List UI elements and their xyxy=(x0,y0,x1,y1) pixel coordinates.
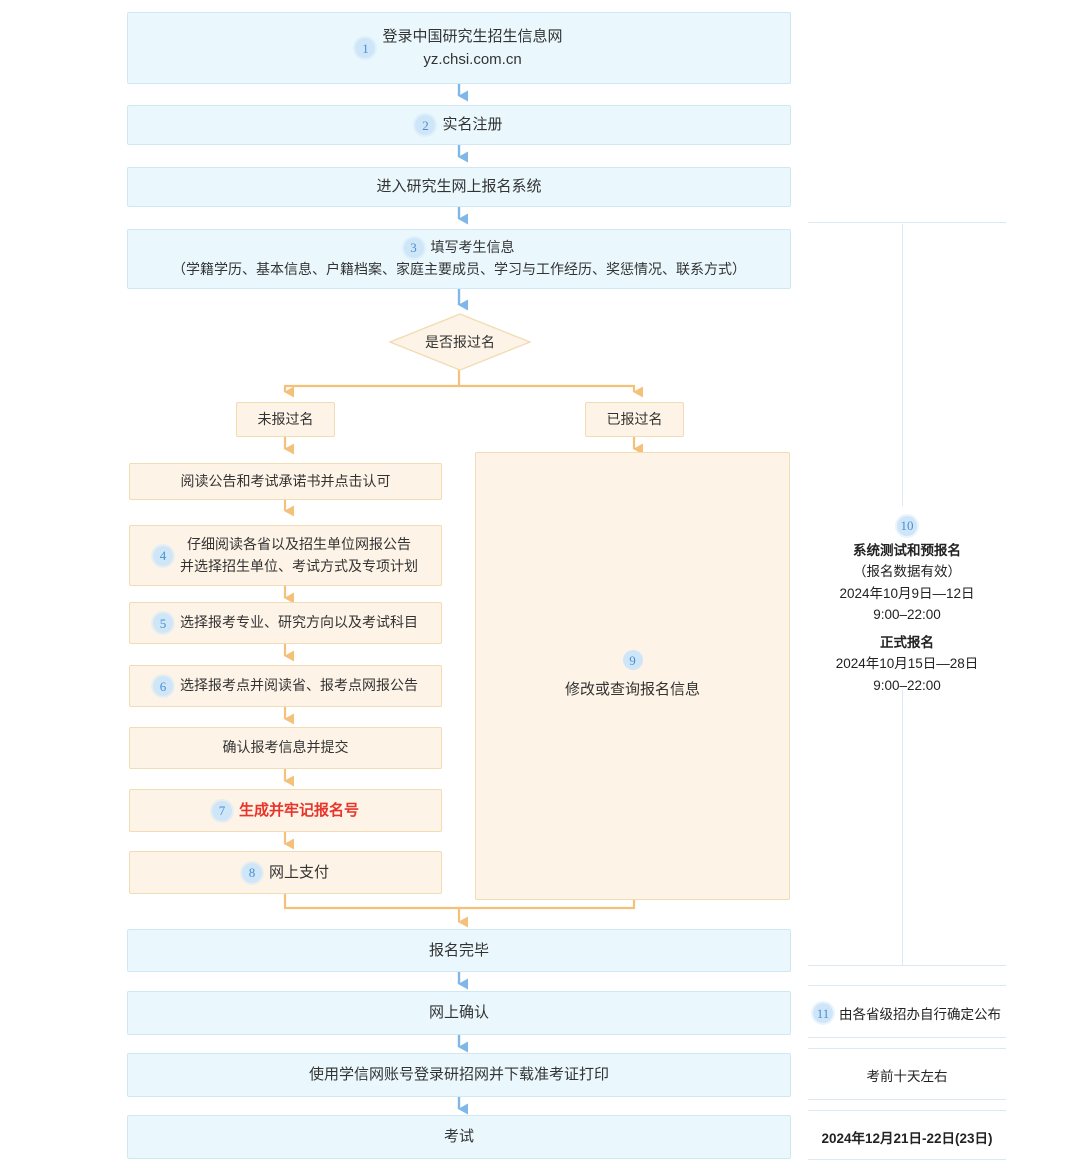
schedule-ticket-time: 考前十天左右 xyxy=(808,1053,1006,1097)
step7-label: 生成并牢记报名号 xyxy=(238,801,359,819)
fill-info-line1: 填写考生信息 xyxy=(430,239,515,256)
node-real-name-register[interactable]: 2 实名注册 xyxy=(127,105,791,145)
schedule-ticket-time-label: 考前十天左右 xyxy=(866,1069,948,1084)
node-step8-online-payment[interactable]: 8 网上支付 xyxy=(129,851,442,894)
step-badge-6: 6 xyxy=(153,676,173,696)
step9-label: 修改或查询报名信息 xyxy=(564,681,700,699)
download-ticket-label: 使用学信网账号登录研招网并下载准考证打印 xyxy=(308,1066,609,1084)
fill-info-line2: （学籍学历、基本信息、户籍档案、家庭主要成员、学习与工作经历、奖惩情况、联系方式… xyxy=(172,261,746,278)
read-notice-label: 阅读公告和考试承诺书并点击认可 xyxy=(180,472,391,489)
panel-rule-6 xyxy=(808,1110,1006,1111)
step-badge-1: 1 xyxy=(355,38,376,58)
schedule-step11: 11 由各省级招办自行确定公布 xyxy=(808,991,1006,1035)
node-step5-select-major[interactable]: 5 选择报考专业、研究方向以及考试科目 xyxy=(129,602,442,644)
panel-rule-vertical-bottom xyxy=(902,690,903,965)
panel-rule-top xyxy=(808,222,1006,223)
panel-rule-3 xyxy=(808,1037,1006,1038)
node-step7-registration-number[interactable]: 7 生成并牢记报名号 xyxy=(129,789,442,832)
node-download-admission-ticket[interactable]: 使用学信网账号登录研招网并下载准考证打印 xyxy=(127,1053,791,1097)
node-step9-modify-query[interactable]: 9 修改或查询报名信息 xyxy=(475,452,790,900)
panel-rule-vertical-top xyxy=(902,224,903,506)
branch-left-connector xyxy=(283,370,461,398)
step-badge-10: 10 xyxy=(897,515,917,536)
merge-left-connector xyxy=(283,894,468,928)
branch-no-label: 未报过名 xyxy=(257,410,314,427)
panel-rule-7 xyxy=(808,1159,1006,1160)
online-confirm-label: 网上确认 xyxy=(428,1004,489,1022)
step-badge-8: 8 xyxy=(241,862,262,883)
node-branch-already-registered[interactable]: 已报过名 xyxy=(585,402,684,437)
node-login[interactable]: 1 登录中国研究生招生信息网 yz.chsi.com.cn xyxy=(127,12,791,84)
exam-label: 考试 xyxy=(443,1128,474,1146)
schedule-exam-time-label: 2024年12月21日-22日(23日) xyxy=(821,1131,993,1146)
schedule-pre-note: （报名数据有效） xyxy=(853,564,961,580)
schedule-pre-time: 9:00–22:00 xyxy=(873,607,941,623)
node-fill-candidate-info[interactable]: 3 填写考生信息 （学籍学历、基本信息、户籍档案、家庭主要成员、学习与工作经历、… xyxy=(127,229,791,289)
step6-label: 选择报考点并阅读省、报考点网报公告 xyxy=(180,677,418,694)
branch-right-connector xyxy=(459,384,643,398)
step-badge-5: 5 xyxy=(153,613,173,633)
node-online-confirmation[interactable]: 网上确认 xyxy=(127,991,791,1035)
branch-yes-label: 已报过名 xyxy=(606,410,663,427)
step5-label: 选择报考专业、研究方向以及考试科目 xyxy=(180,614,418,631)
node-branch-not-registered[interactable]: 未报过名 xyxy=(236,402,335,437)
schedule-formal-time: 9:00–22:00 xyxy=(873,678,941,694)
node-exam[interactable]: 考试 xyxy=(127,1115,791,1159)
node-step4-select-unit[interactable]: 4 仔细阅读各省以及招生单位网报公告 并选择招生单位、考试方式及专项计划 xyxy=(129,525,442,586)
step-badge-2: 2 xyxy=(415,115,436,135)
decision-label: 是否报过名 xyxy=(425,334,495,350)
step-badge-3: 3 xyxy=(403,237,424,258)
schedule-step10: 10 系统测试和预报名 （报名数据有效） 2024年10月9日—12日 9:00… xyxy=(808,515,1006,697)
panel-rule-2 xyxy=(808,985,1006,986)
step-badge-9: 9 xyxy=(622,650,643,671)
node-confirm-submit[interactable]: 确认报考信息并提交 xyxy=(129,727,442,769)
node-step6-select-exam-site[interactable]: 6 选择报考点并阅读省、报考点网报公告 xyxy=(129,665,442,707)
done-label: 报名完毕 xyxy=(428,941,489,959)
schedule-formal-title: 正式报名 xyxy=(880,634,934,650)
step-badge-4: 4 xyxy=(153,545,173,566)
step8-label: 网上支付 xyxy=(268,863,329,881)
schedule-pre-date: 2024年10月9日—12日 xyxy=(839,585,975,601)
node-registration-done[interactable]: 报名完毕 xyxy=(127,929,791,972)
panel-rule-5 xyxy=(808,1099,1006,1100)
schedule-formal-date: 2024年10月15日—28日 xyxy=(835,656,979,672)
step4-line2: 并选择招生单位、考试方式及专项计划 xyxy=(180,557,418,574)
step-badge-7: 7 xyxy=(211,800,232,821)
register-label: 实名注册 xyxy=(442,116,503,134)
node-enter-system[interactable]: 进入研究生网上报名系统 xyxy=(127,167,791,207)
confirm-submit-label: 确认报考信息并提交 xyxy=(222,739,349,756)
node-decision-registered-before[interactable]: 是否报过名 xyxy=(389,313,531,371)
enter-system-label: 进入研究生网上报名系统 xyxy=(376,178,542,196)
merge-right-connector xyxy=(459,900,636,910)
schedule-pre-title: 系统测试和预报名 xyxy=(853,542,961,558)
schedule-exam-time: 2024年12月21日-22日(23日) xyxy=(808,1115,1006,1159)
panel-rule-4 xyxy=(808,1048,1006,1049)
schedule-step11-label: 由各省级招办自行确定公布 xyxy=(839,1007,1001,1022)
diamond-shape xyxy=(389,313,531,371)
login-line1: 登录中国研究生招生信息网 xyxy=(382,27,563,45)
step-badge-11: 11 xyxy=(813,1003,833,1023)
panel-rule-1 xyxy=(808,965,1006,966)
node-read-notice[interactable]: 阅读公告和考试承诺书并点击认可 xyxy=(129,463,442,500)
step4-line1: 仔细阅读各省以及招生单位网报公告 xyxy=(187,535,411,552)
login-line2: yz.chsi.com.cn xyxy=(423,51,522,68)
